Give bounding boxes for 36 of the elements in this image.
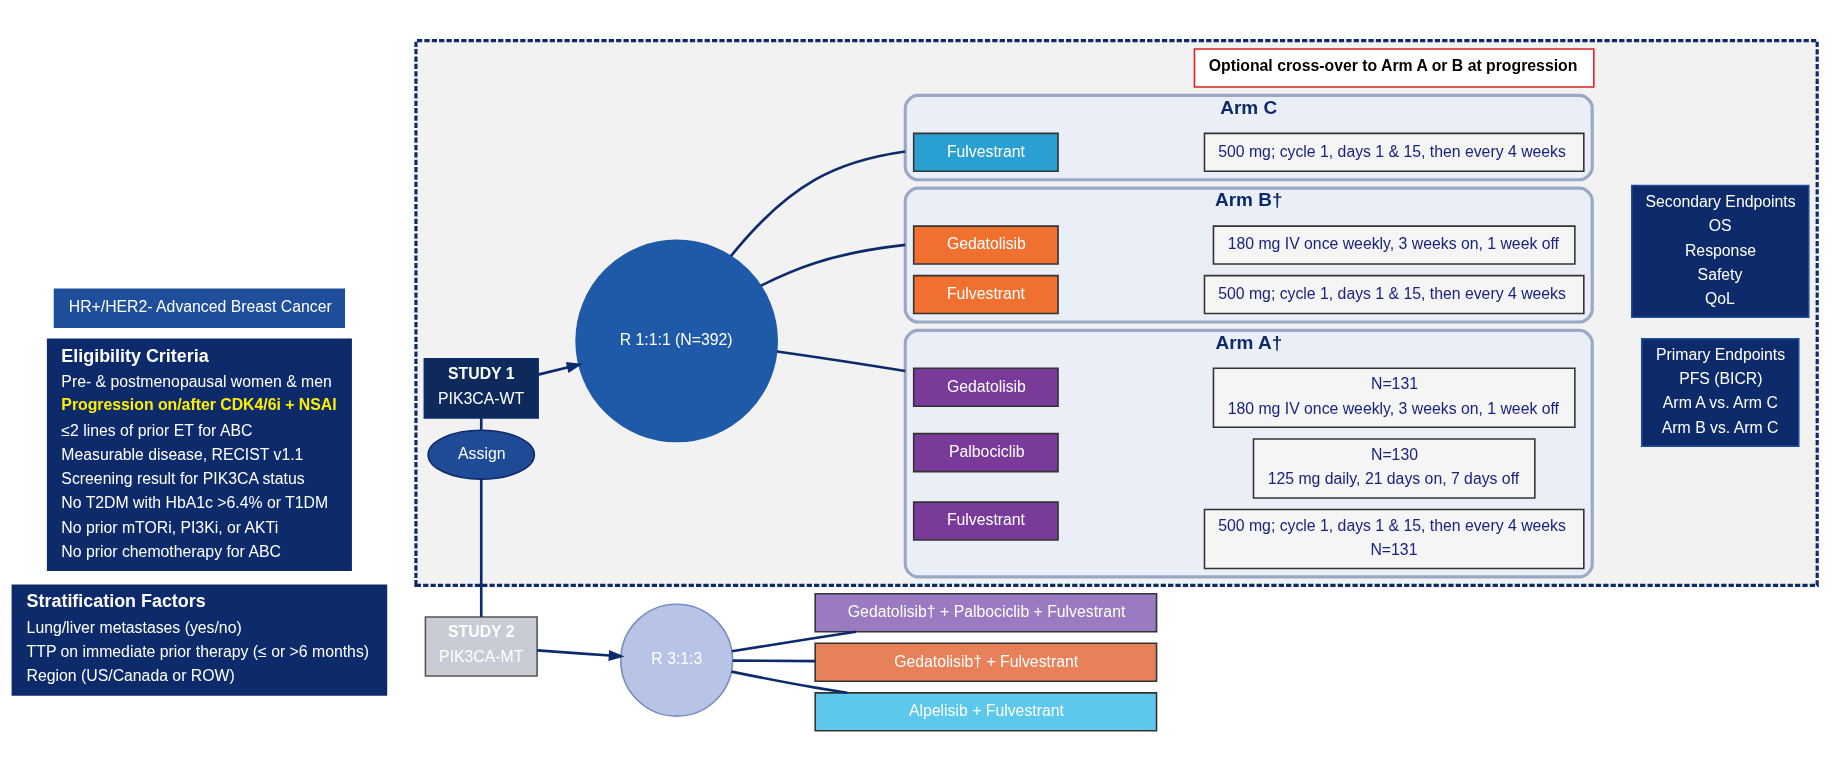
connector <box>731 630 857 653</box>
connector <box>479 417 483 430</box>
node-box: 500 mg; cycle 1, days 1 & 15, then every 4 weeks N=131 <box>1203 508 1585 569</box>
node-box: Gedatolisib <box>912 367 1059 407</box>
node-circle: R 1:1:1 (N=392) <box>575 239 778 442</box>
node-ellipse: Assign <box>427 429 536 480</box>
node-box: Eligibility Criteria Pre- & postmenopausal women & men Progression on/after CDK4/6i + NSAI ≤2 lines of prior ET for ABC Measurable disease, RECIST v1.1 Screening result for PIK3CA status No T2DM with HbA1c >6.4% or T1DM No prior mTORi, PI3Ki, or AKTi No prior chemotherapy for ABC <box>46 338 352 571</box>
node-box: Fulvestrant <box>912 500 1059 541</box>
node-box: Alpelisib + Fulvestrant <box>814 691 1158 732</box>
cluster <box>414 38 1819 587</box>
connector <box>760 243 906 287</box>
node-box: Secondary Endpoints OS Response Safety QoL <box>1630 184 1810 318</box>
connector <box>732 658 816 662</box>
node-box: Gedatolisib <box>912 224 1059 265</box>
arrow <box>537 648 625 661</box>
connector <box>731 669 848 694</box>
connector <box>479 478 483 617</box>
node-box: HR+/HER2- Advanced Breast Cancer <box>53 288 346 328</box>
connector <box>776 349 906 372</box>
node-box: 180 mg IV once weekly, 3 weeks on, 1 week off <box>1212 224 1576 265</box>
arrow <box>537 361 583 376</box>
node-box: Primary Endpoints PFS (BICR) Arm A vs. Arm C Arm B vs. Arm C <box>1640 337 1800 447</box>
node-box: 500 mg; cycle 1, days 1 & 15, then every 4 weeks <box>1203 132 1585 172</box>
node-circle: R 3:1:3 <box>619 603 734 717</box>
connector <box>729 149 906 257</box>
node-box: Gedatolisib† + Palbociclib + Fulvestrant <box>814 592 1158 633</box>
node-box: Optional cross-over to Arm A or B at progression <box>1193 47 1595 88</box>
node-box: N=131 180 mg IV once weekly, 3 weeks on, 1 week off <box>1212 367 1576 428</box>
node-box: STUDY 1 PIK3CA-WT <box>423 357 539 419</box>
node-box: N=130 125 mg daily, 21 days on, 7 days off <box>1252 437 1536 499</box>
node-box: Gedatolisib† + Fulvestrant <box>814 642 1158 682</box>
node-box: Stratification Factors Lung/liver metastases (yes/no) TTP on immediate prior therapy (≤ or >6 months) Region (US/Canada or ROW) <box>11 584 388 696</box>
node-box: Fulvestrant <box>912 132 1059 172</box>
node-box: Palbociclib <box>912 432 1059 472</box>
node-box: 500 mg; cycle 1, days 1 & 15, then every 4 weeks <box>1203 274 1585 314</box>
node-box: Fulvestrant <box>912 274 1059 314</box>
